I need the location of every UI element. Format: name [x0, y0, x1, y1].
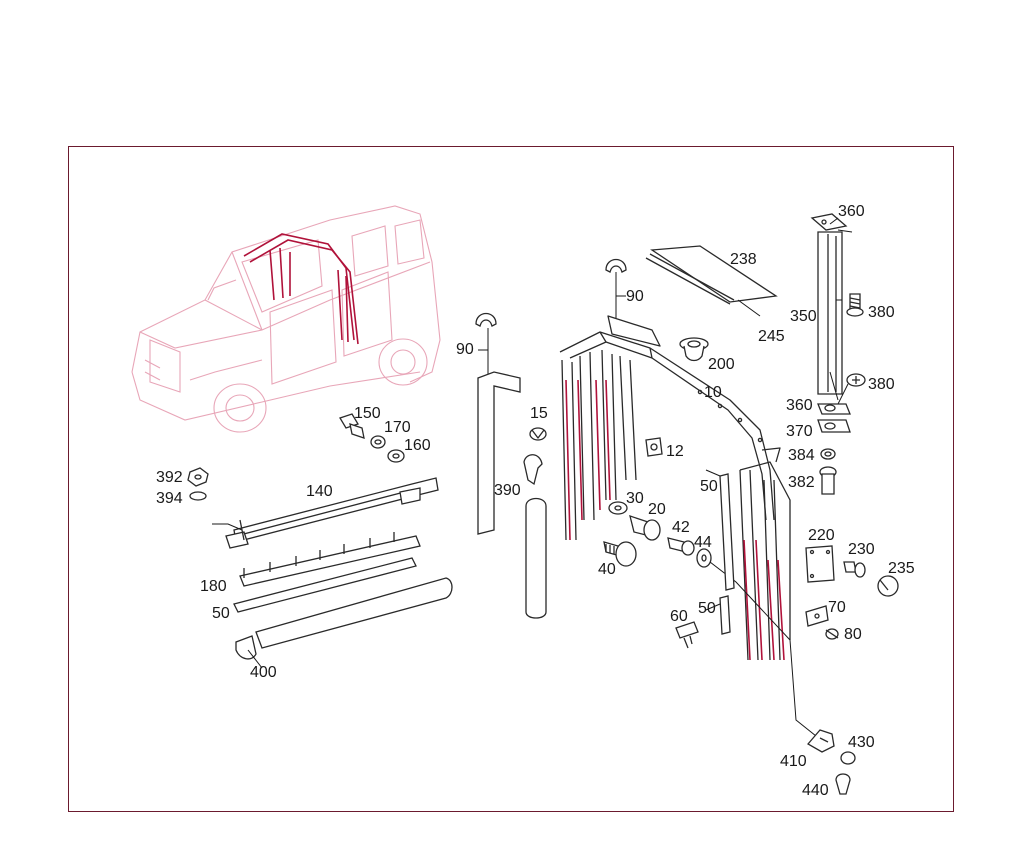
callout-245[interactable]: 245 [758, 328, 785, 345]
callout-440[interactable]: 440 [802, 782, 829, 799]
callout-60[interactable]: 60 [670, 608, 688, 625]
part-440-clip[interactable] [835, 773, 851, 795]
part-20-bolt[interactable] [629, 515, 661, 541]
part-150-bolt[interactable] [339, 413, 365, 439]
part-140-side-rail[interactable] [212, 477, 439, 549]
part-220-plate[interactable] [805, 545, 835, 583]
callout-350[interactable]: 350 [790, 308, 817, 325]
leader-lines [478, 217, 842, 611]
part-170-washer[interactable] [370, 435, 386, 449]
part-10-roll-bar[interactable] [559, 315, 791, 661]
callout-430[interactable]: 430 [848, 734, 875, 751]
callout-20[interactable]: 20 [648, 501, 666, 518]
diagram-frame [68, 146, 954, 812]
part-394-washer[interactable] [189, 491, 207, 501]
part-15-plug[interactable] [529, 427, 547, 441]
part-350-bracket-tube[interactable] [810, 213, 853, 395]
callout-15[interactable]: 15 [530, 405, 548, 422]
callout-labels: 360 238 90 380 350 245 90 200 380 10 360… [156, 203, 915, 799]
callout-50c[interactable]: 50 [698, 600, 716, 617]
callout-50b[interactable]: 50 [212, 605, 230, 622]
part-430-cap[interactable] [840, 751, 856, 765]
part-50-seal-strip[interactable] [233, 557, 417, 613]
part-380-bolt[interactable] [846, 293, 864, 317]
part-392-nut[interactable] [187, 467, 209, 487]
callout-42[interactable]: 42 [672, 519, 690, 536]
callout-140[interactable]: 140 [306, 483, 333, 500]
callout-410[interactable]: 410 [780, 753, 807, 770]
callout-12[interactable]: 12 [666, 443, 684, 460]
callout-30[interactable]: 30 [626, 490, 644, 507]
part-390-pillar-cover[interactable] [477, 371, 547, 619]
callout-238[interactable]: 238 [730, 251, 757, 268]
callout-44[interactable]: 44 [694, 534, 712, 551]
callout-384[interactable]: 384 [788, 447, 815, 464]
callout-380b[interactable]: 380 [868, 376, 895, 393]
callout-235[interactable]: 235 [888, 560, 915, 577]
part-200-grommet[interactable] [679, 337, 709, 362]
part-382-bolt[interactable] [819, 466, 837, 495]
callout-160[interactable]: 160 [404, 437, 431, 454]
callout-170[interactable]: 170 [384, 419, 411, 436]
part-180-rail-with-studs[interactable] [239, 532, 421, 587]
callout-10[interactable]: 10 [704, 384, 722, 401]
callout-150[interactable]: 150 [354, 405, 381, 422]
callout-180[interactable]: 180 [200, 578, 227, 595]
part-90-clip-upper[interactable] [605, 258, 627, 319]
part-384-washer[interactable] [820, 448, 836, 460]
part-70-plate[interactable] [805, 605, 829, 627]
part-90-clip-left[interactable] [475, 312, 497, 377]
vehicle-rollbar-highlight [243, 233, 359, 345]
part-230-screw[interactable] [843, 561, 866, 578]
callout-370[interactable]: 370 [786, 423, 813, 440]
part-410-bracket[interactable] [806, 729, 835, 753]
callout-400[interactable]: 400 [250, 664, 277, 681]
callout-90a[interactable]: 90 [626, 288, 644, 305]
part-40-bolt[interactable] [603, 541, 637, 567]
part-60-clip[interactable] [675, 621, 699, 649]
part-238-trim-strip[interactable] [645, 245, 778, 317]
callout-50a[interactable]: 50 [700, 478, 718, 495]
vehicle-outline [131, 205, 441, 433]
callout-80[interactable]: 80 [844, 626, 862, 643]
callout-200[interactable]: 200 [708, 356, 735, 373]
part-380-screw[interactable] [837, 373, 866, 405]
part-12-square-nut[interactable] [645, 437, 663, 457]
callout-40[interactable]: 40 [598, 561, 616, 578]
callout-390[interactable]: 390 [494, 482, 521, 499]
part-360-370-clamp[interactable] [817, 403, 851, 433]
part-50-strip-lower[interactable] [719, 595, 731, 635]
callout-394[interactable]: 394 [156, 490, 183, 507]
part-235-cap[interactable] [877, 575, 899, 597]
part-50-strip-upper[interactable] [719, 473, 735, 591]
callout-380a[interactable]: 380 [868, 304, 895, 321]
part-160-washer[interactable] [387, 449, 405, 463]
callout-90b[interactable]: 90 [456, 341, 474, 358]
callout-360b[interactable]: 360 [786, 397, 813, 414]
callout-392[interactable]: 392 [156, 469, 183, 486]
part-44-washer[interactable] [696, 548, 817, 737]
part-42-bolt[interactable] [667, 537, 695, 556]
roll-bar-inner-highlight [565, 379, 785, 661]
callout-220[interactable]: 220 [808, 527, 835, 544]
callout-230[interactable]: 230 [848, 541, 875, 558]
part-80-plug[interactable] [825, 628, 839, 640]
part-400-trim-rail[interactable] [235, 577, 453, 669]
callout-70[interactable]: 70 [828, 599, 846, 616]
callout-382[interactable]: 382 [788, 474, 815, 491]
part-30-washer[interactable] [608, 501, 628, 515]
callout-360a[interactable]: 360 [838, 203, 865, 220]
